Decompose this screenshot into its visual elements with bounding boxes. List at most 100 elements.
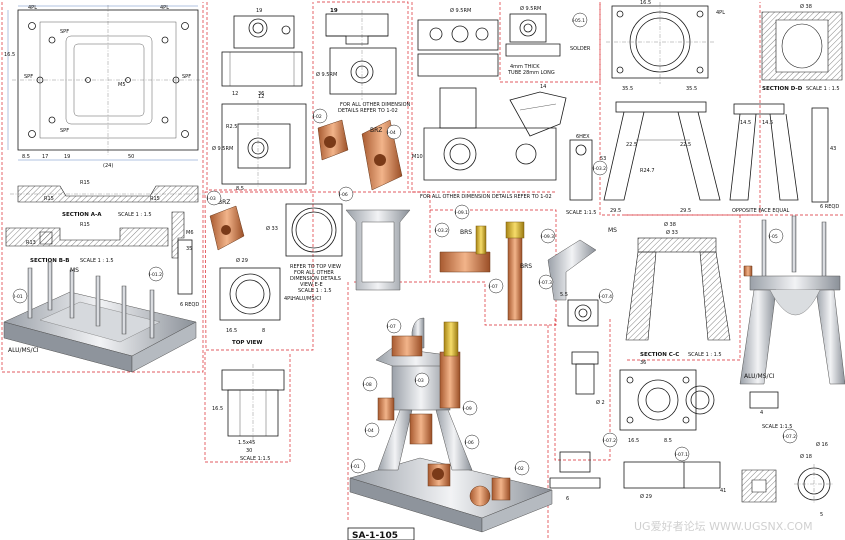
dim-295: 29.5 (610, 208, 621, 214)
dim-43: 43 (830, 146, 836, 152)
dim-5: 5 (820, 512, 823, 518)
dim-4pl-cp: 4PL (716, 10, 725, 16)
dim-8: 8 (262, 328, 265, 334)
note-refer-top: REFER TO TOP VIEW (290, 264, 341, 270)
material-brs2: BRS (520, 263, 532, 270)
balloon-i01-asm: I-01 (351, 464, 360, 470)
dim-33: Ø 33 (266, 225, 278, 232)
dim-r13: R13 (26, 240, 36, 246)
dim-m10: M10 (412, 154, 423, 160)
dim-m6: M6 (186, 230, 194, 236)
dim-spf-bottom: SPF (60, 128, 69, 134)
dim-12: 12 (232, 91, 238, 97)
dim-33-cc: Ø 33 (666, 229, 678, 236)
material-brs: BRS (460, 229, 472, 236)
material-ms: MS (70, 267, 79, 274)
dim-4pl-tv: 4PL (284, 296, 293, 302)
dim-6hex: 6HEX (576, 134, 590, 140)
note-other-dims-b: DETAILS REFER TO 1-02 (338, 108, 398, 114)
small-parts-column: 5.5 I-07.4 Ø 2 6 I-07.2 (549, 288, 618, 502)
block-views: 19 12 36 R2.5 Ø 9.5RM 12 8.5 (212, 8, 307, 192)
dim-29: Ø 29 (236, 257, 248, 264)
dim-85: 8.5 (22, 154, 30, 160)
balloon-i072-b: I-07.2 (783, 434, 796, 440)
dim-145: 14.5 (740, 120, 751, 126)
dim-29-vb: Ø 29 (640, 493, 652, 500)
dim-19-top: 19 (256, 8, 262, 14)
dim-38: Ø 38 (800, 3, 812, 10)
dim-41: 41 (720, 488, 726, 494)
note-refer-top-2: FOR ALL OTHER (294, 270, 334, 276)
balloon-i091: I-09.1 (455, 210, 468, 216)
dim-6-sp: 6 (566, 496, 569, 502)
note-opposite-face: OPPOSITE FACE EQUAL (732, 208, 790, 214)
dim-9srm-b: Ø 9.5RM (316, 71, 337, 78)
dim-35: 35 (186, 246, 192, 252)
dim-r15-bb: R15 (80, 222, 90, 228)
section-bb-scale: SCALE 1 : 1.5 (80, 258, 114, 264)
top-view-block: Ø 29 16.5 8 TOP VIEW 4PL (219, 257, 293, 346)
dim-9srm-c: Ø 9.5RM (450, 7, 471, 14)
bent-arm-detail: 14 6HEX SCALE 1:1.5 I-03.2 (509, 84, 608, 216)
dim-55: 5.5 (560, 292, 568, 298)
dim-4pl-right: 4PL (160, 5, 169, 11)
section-bb-title: SECTION B-B (30, 258, 69, 264)
dim-165: 16.5 (4, 52, 15, 58)
dim-9srm-d: Ø 9.5RM (520, 5, 541, 12)
cylinder-plan: 16.5 35.5 35.5 4PL (606, 0, 725, 92)
dim-r15-top: R15 (80, 180, 90, 186)
balloon-i06-asm: I-06 (465, 440, 474, 446)
dim-165-tv: 16.5 (226, 328, 237, 334)
balloon-i05: I-05 (769, 234, 778, 240)
balloon-i02: I-02 (313, 114, 322, 120)
dim-15x45: 1.5x45 (238, 440, 255, 446)
dim-6reqd-frame: 6 REQD (820, 204, 839, 210)
dim-24: (24) (103, 163, 113, 169)
balloon-i09: I-09 (463, 406, 472, 412)
scale-115: SCALE 1:1.5 (566, 210, 596, 216)
balloon-i03: I-03 (207, 196, 216, 202)
dim-spf-left: SPF (24, 74, 33, 80)
note-other-dims: FOR ALL OTHER DIMENSION (340, 102, 411, 108)
dim-53: 53 (600, 156, 606, 162)
dim-85-b: 8.5 (236, 186, 244, 192)
section-dd-scale: SCALE 1 : 1.5 (806, 86, 840, 92)
dim-6reqd: 6 REQD (180, 302, 199, 308)
scale-cyl: SCALE 1:1.5 (240, 456, 270, 462)
dim-85-vb: 8.5 (664, 438, 672, 444)
balloon-i073: I-07.3 (539, 280, 552, 286)
dim-225: 22.5 (626, 142, 637, 148)
section-cc-scale: SCALE 1 : 1.5 (688, 352, 722, 358)
dim-m5: M5 (118, 82, 126, 88)
material-brz2: BRZ (218, 199, 230, 206)
section-cc-title: SECTION C-C (640, 352, 679, 358)
balloon-i03-asm: I-03 (415, 378, 424, 384)
note-other-dims-bottom: FOR ALL OTHER DIMENSION DETAILS REFER TO… (420, 194, 552, 200)
dim-50: 50 (128, 154, 134, 160)
dim-4: 4 (760, 410, 763, 416)
section-aa-scale: SCALE 1 : 1.5 (118, 212, 152, 218)
section-aa-title: SECTION A-A (62, 212, 102, 218)
dim-2: Ø 2 (596, 399, 605, 406)
balloon-i04: I-04 (387, 130, 396, 136)
dim-spf-right: SPF (182, 74, 191, 80)
dim-145-b: 14.5 (762, 120, 773, 126)
material-alu-ms-ci: ALU/MS/CI (8, 347, 39, 354)
balloon-i074: I-07.4 (599, 294, 612, 300)
dim-r247: R24.7 (640, 168, 655, 174)
dim-r15-right: R15 (150, 196, 160, 202)
dim-r15: R15 (44, 196, 54, 202)
note-tube: 4mm THICK (510, 64, 540, 70)
frame-render: I-05 ALU/MS/CI (739, 215, 845, 385)
balloon-i07-asm: I-07 (387, 324, 396, 330)
section-cc: Ø 38 Ø 33 SECTION C-C SCALE 1 : 1.5 MS (608, 221, 731, 358)
section-dd-title: SECTION D-D (762, 86, 803, 92)
dim-165-vb: 16.5 (628, 438, 639, 444)
dim-12-b: 12 (258, 94, 264, 100)
scale-gland: SCALE 1:1.5 (762, 424, 792, 430)
pillar-detail: M6 6 REQD 35 (171, 211, 199, 308)
steam-chest-views: Ø 9.5RM M10 FOR ALL OTHER DIMENSION DETA… (412, 7, 557, 200)
dim-17: 17 (42, 154, 48, 160)
valve-block-views: 36 16.5 8.5 Ø 29 41 I-07.1 (619, 360, 726, 500)
